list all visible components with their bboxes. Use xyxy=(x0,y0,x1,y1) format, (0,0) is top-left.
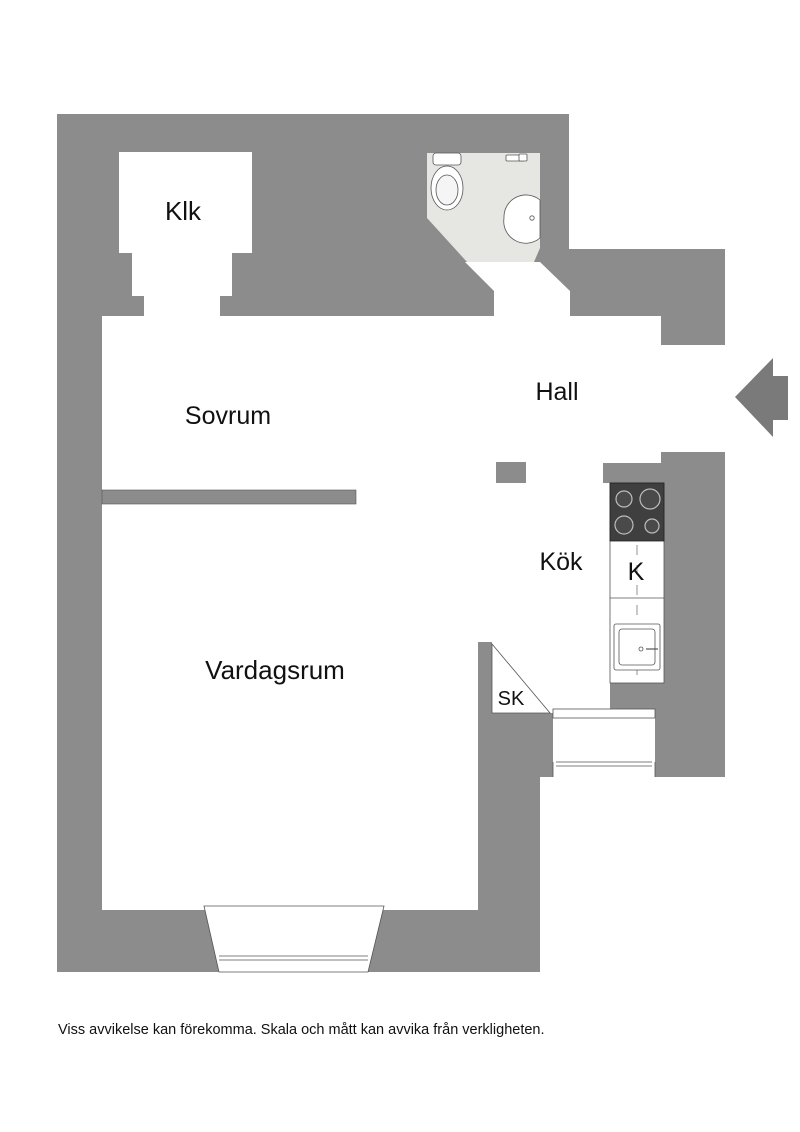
room-label-sk: SK xyxy=(498,688,525,710)
kitchen-window xyxy=(552,708,656,777)
living-room-window xyxy=(203,905,385,973)
sovrum-floor xyxy=(102,316,478,490)
wall-stub xyxy=(478,642,492,714)
stove-icon xyxy=(609,482,665,542)
room-label-klk: Klk xyxy=(165,196,202,226)
toilet-icon xyxy=(430,152,464,211)
floor-area xyxy=(102,152,725,910)
sk-cabinet xyxy=(491,642,551,714)
entrance-opening xyxy=(661,345,725,452)
kitchen-sink-icon xyxy=(613,623,661,671)
room-label-hall: Hall xyxy=(535,378,578,406)
room-label-kok: Kök xyxy=(539,548,583,576)
room-label-sovrum: Sovrum xyxy=(185,402,271,430)
disclaimer-text: Viss avvikelse kan förekomma. Skala och … xyxy=(58,1022,545,1038)
sink-icon xyxy=(503,153,541,244)
partition-wall xyxy=(101,489,357,505)
entrance-arrow-icon xyxy=(735,358,788,437)
vardagsrum-floor xyxy=(102,490,478,910)
room-label-k: K xyxy=(628,558,645,586)
room-label-vardagsrum: Vardagsrum xyxy=(205,655,345,685)
klk-floor xyxy=(119,152,252,316)
bathroom-passage xyxy=(465,262,570,316)
